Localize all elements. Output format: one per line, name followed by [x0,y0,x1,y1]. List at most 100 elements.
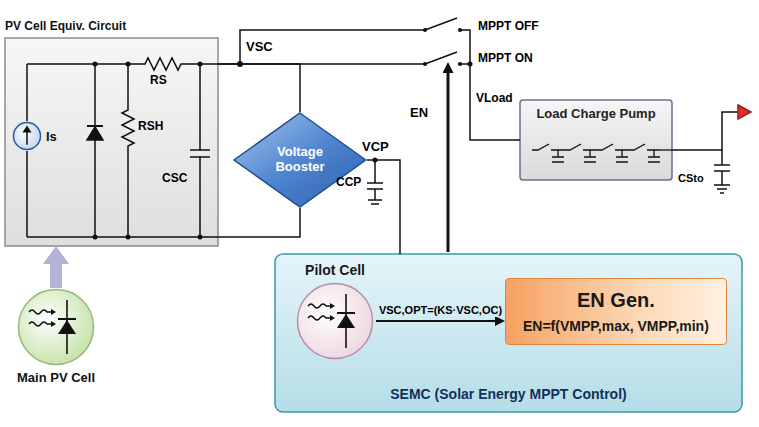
diode-triangle [337,314,355,328]
current-source-circle: Is [12,121,59,151]
diamond-shape [234,113,366,207]
voltage-booster-diamond: Voltage Booster [233,112,367,208]
pump-stage [532,144,564,162]
node-title: Main PV Cell [17,370,95,385]
en-arrow [448,73,449,252]
main-pv-cell-circle-outline [17,288,95,366]
pilot-cell-circle-outline [296,282,374,360]
resistor-label: RSH [138,120,163,133]
pump-stage [596,144,628,162]
diode-bar [337,312,355,314]
node-title: PV Cell Equiv. Circuit [5,19,126,33]
junction-dot [93,235,98,240]
diode-triangle [58,320,76,334]
resistor-label: RS [150,74,167,87]
light-ray-head [330,315,335,321]
pilot-cell-circle: Pilot Cell [296,262,374,362]
diode-symbol [87,127,103,140]
junction-dot [93,62,98,67]
charge-pump-symbol [532,144,672,162]
mppt-off-wire [240,30,470,64]
light-arrow [50,264,62,288]
main-pv-cell-circle: Main PV Cell [16,288,96,387]
switch-label: MPPT ON [478,52,533,65]
node-title: Voltage Booster [269,145,331,175]
mppt-switches [240,18,470,68]
junction-dots [93,28,473,240]
node-title: Is [46,129,57,144]
current-source-circle-outline [12,121,42,151]
node-title: SEMC (Solar Energy MPPT Control) [275,386,742,402]
pump-stage [660,149,672,150]
pv-equivalent-box-fill [5,38,218,246]
arrow-head [22,126,31,133]
switch-blade [425,18,457,30]
shunt-resistor-symbol [122,64,134,237]
capacitor-label: CSC [162,172,187,185]
junction-dot [468,62,473,67]
junction-dot [373,158,378,163]
storage-output [672,105,751,193]
voltage-node-label: VCP [362,140,389,154]
node-title: Load Charge Pump [536,106,655,121]
switch-label: MPPT OFF [478,20,539,33]
photodiode-symbol [29,300,76,354]
diode-wire [94,64,96,237]
capacitor-label: CSto [678,172,704,184]
en-signal-arrow [447,73,450,252]
light-ray-head [51,321,56,327]
switch-blade [425,52,457,64]
light-ray [308,316,330,320]
signal-label: EN [410,106,428,120]
junction-dot [198,62,203,67]
circle-outline [298,284,373,359]
edge-label: VSC,OPT=(KS·VSC,OC) [377,304,504,317]
capacitor-symbol [190,64,210,237]
node-title: Pilot Cell [305,262,365,278]
node-body: EN=f(VMPP,max, VMPP,min) [523,318,709,334]
en-gen-box: EN Gen. EN=f(VMPP,max, VMPP,min) [505,278,727,345]
light-ray [29,322,51,326]
vcp-wire [367,160,400,254]
diode-bar [58,318,76,320]
cp-capacitor [367,160,383,204]
capacitor-symbol [367,160,383,204]
capacitor-symbol [714,150,730,193]
circle-outline [19,290,94,365]
circle-outline [14,123,41,150]
output-wire [672,112,738,150]
load-wire [218,64,520,140]
semc-panel-fill [275,254,742,412]
current-source-symbol [22,126,31,145]
switch-contact [458,62,462,66]
voltage-node-label: VLoad [476,92,513,105]
switch-contact [423,62,427,66]
vsc-wire [218,64,300,112]
switch-contact [458,28,462,32]
capacitor-label: CCP [336,176,361,189]
photodiode-symbol [308,294,355,348]
pump-stage [564,144,596,162]
ground-wire [27,208,300,237]
charge-pump-box-fill [520,100,672,180]
voltage-node-label: VSC [246,40,273,54]
light-ray-head [51,309,56,315]
light-ray [308,304,330,308]
switch-contact [423,28,427,32]
junction-dot [126,62,131,67]
signal-arrow [376,320,495,322]
junction-dot [198,235,203,240]
pump-stage [628,144,660,162]
junction-dot [126,235,131,240]
junction-dot [237,61,243,67]
light-ray-head [330,303,335,309]
pv-equivalent-box: IsPV Cell Equiv. Circuit [5,38,218,246]
top-wire [27,58,218,70]
output-triangle [738,105,751,119]
charge-pump-box: Load Charge Pump [520,100,672,180]
semc-panel: Pilot Cell EN Gen. EN=f(VMPP,max, VMPP,min… [275,254,742,412]
node-title: EN Gen. [577,289,655,312]
current-source-wire [26,64,28,237]
light-ray [29,310,51,314]
